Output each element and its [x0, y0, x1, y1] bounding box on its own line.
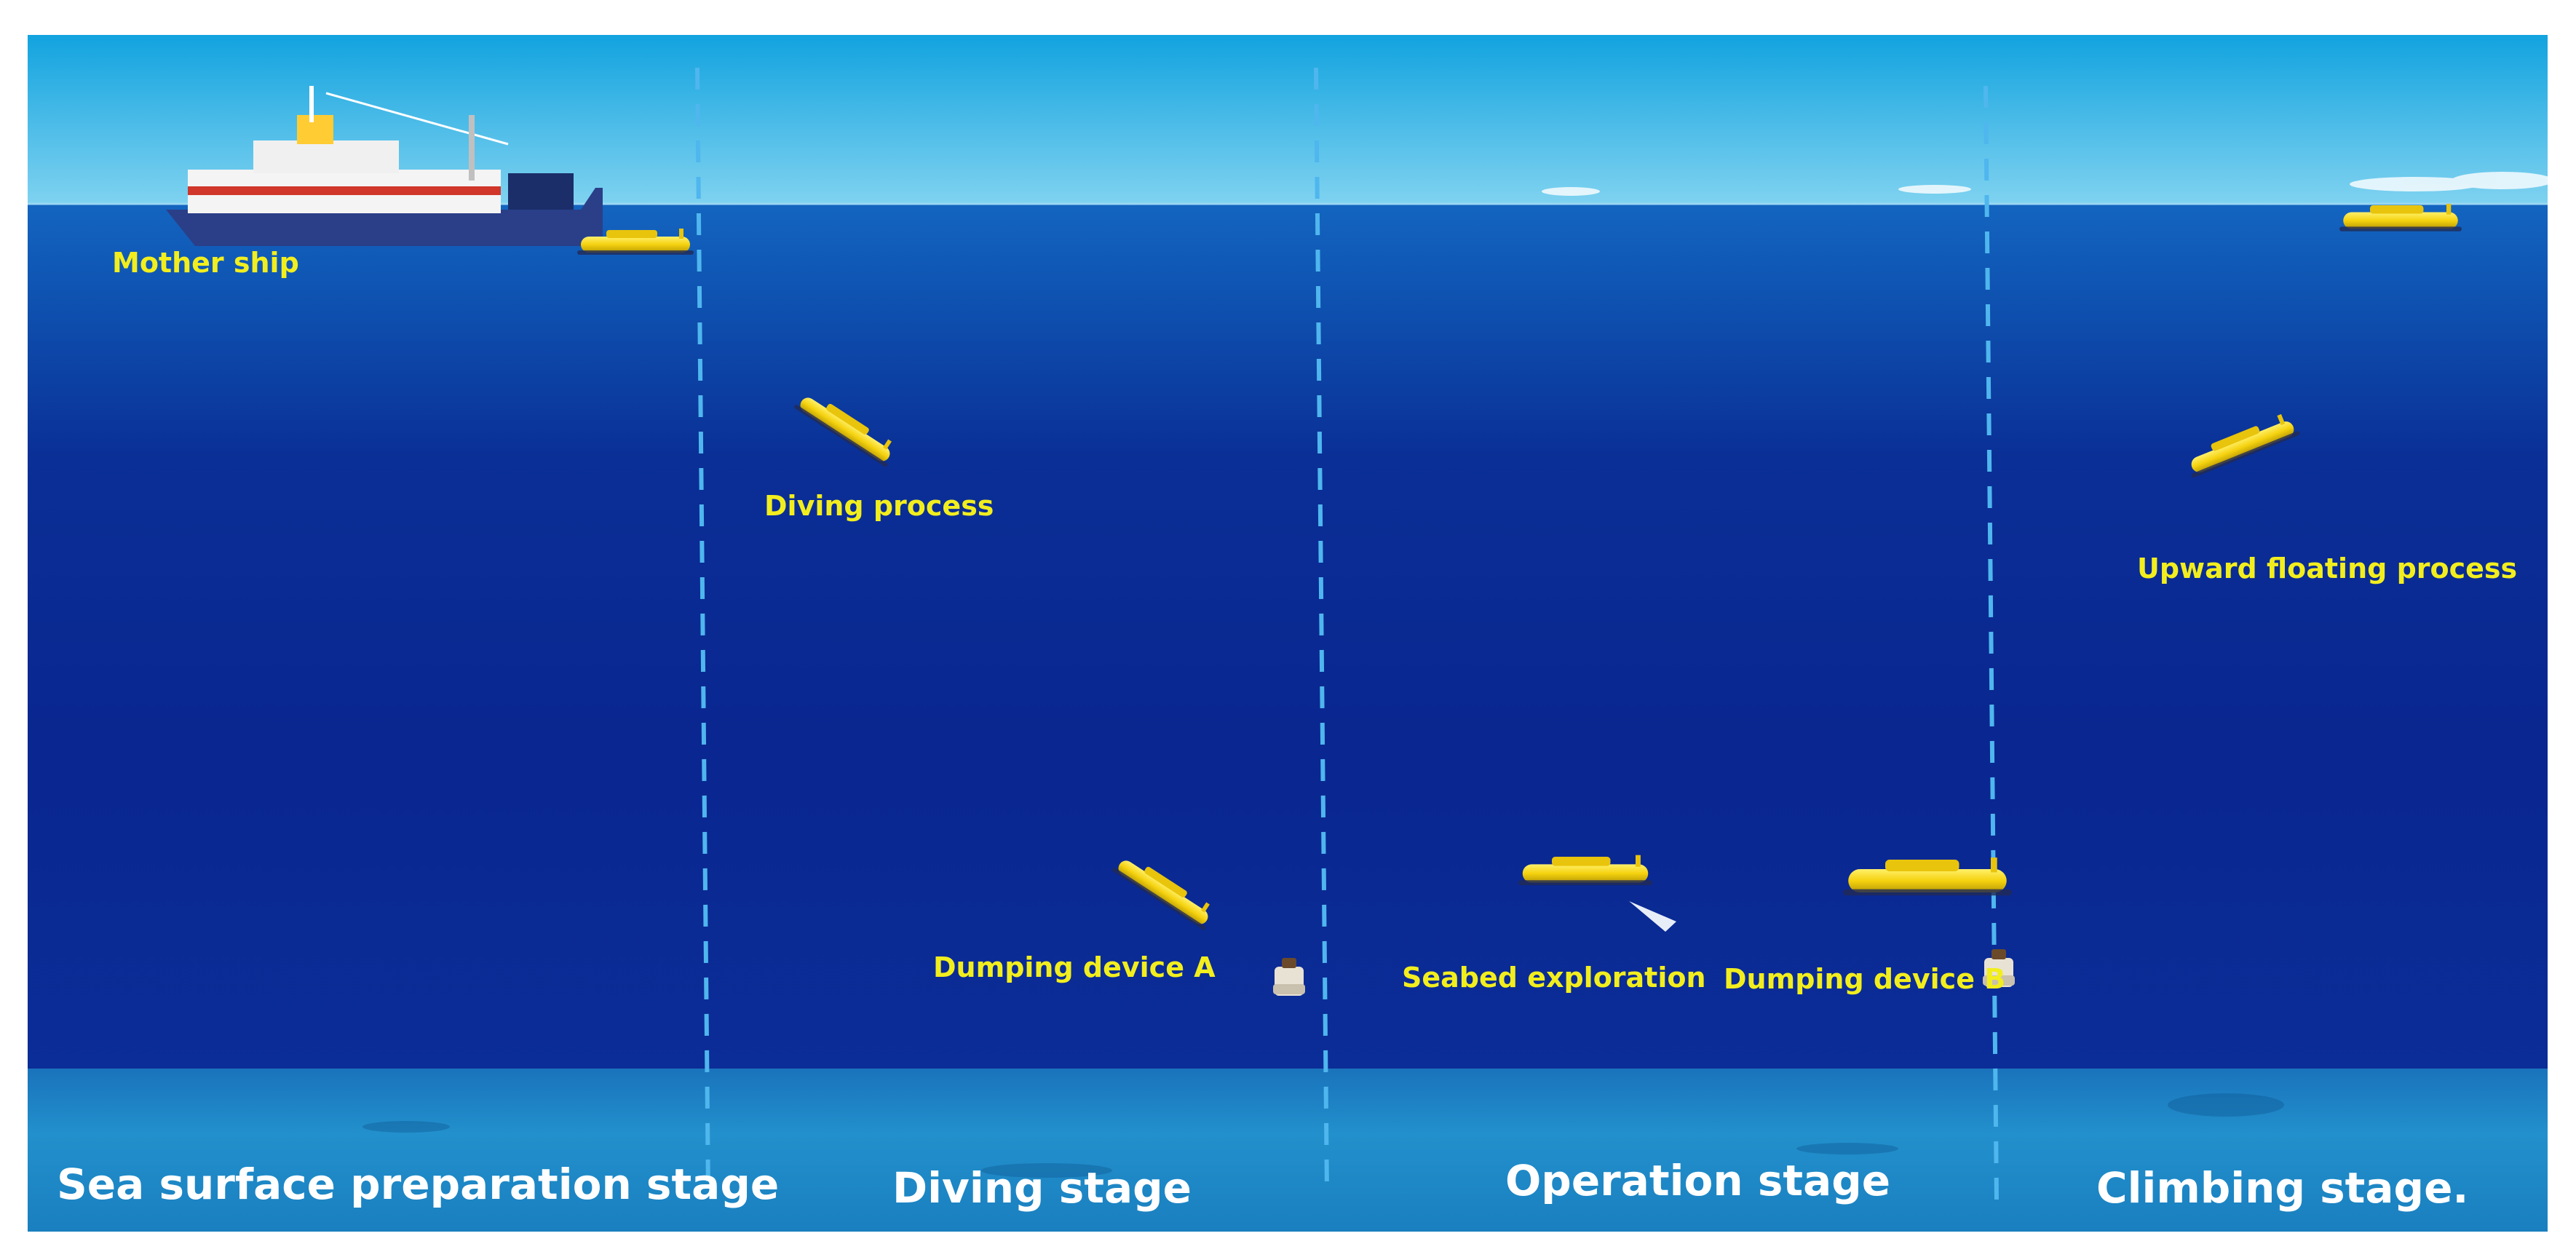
seabed-exploration-label: Seabed exploration	[1402, 962, 1706, 994]
stage-label-sea-surface-preparation: Sea surface preparation stage	[57, 1160, 780, 1209]
dumping-device-b-label: Dumping device B	[1724, 963, 2006, 995]
stage-label-diving: Diving stage	[892, 1163, 1192, 1213]
stage-label-operation: Operation stage	[1505, 1156, 1891, 1205]
ocean-diagram	[28, 35, 2548, 1232]
dumping-device-a-label: Dumping device A	[933, 951, 1216, 983]
sonar-beam-icon	[1629, 901, 1676, 932]
mother-ship-icon	[166, 86, 603, 246]
upward-floating-process-label: Upward floating process	[2137, 552, 2518, 585]
clouds	[1542, 172, 2548, 196]
stage-label-climbing: Climbing stage.	[2096, 1163, 2469, 1213]
stage-dividers	[695, 67, 1999, 1200]
diving-process-label: Diving process	[764, 490, 994, 522]
mother-ship-label: Mother ship	[112, 247, 299, 279]
seabed	[28, 1069, 2548, 1232]
ocean-scene: Mother ship Diving process Dumping devic…	[28, 35, 2548, 1232]
